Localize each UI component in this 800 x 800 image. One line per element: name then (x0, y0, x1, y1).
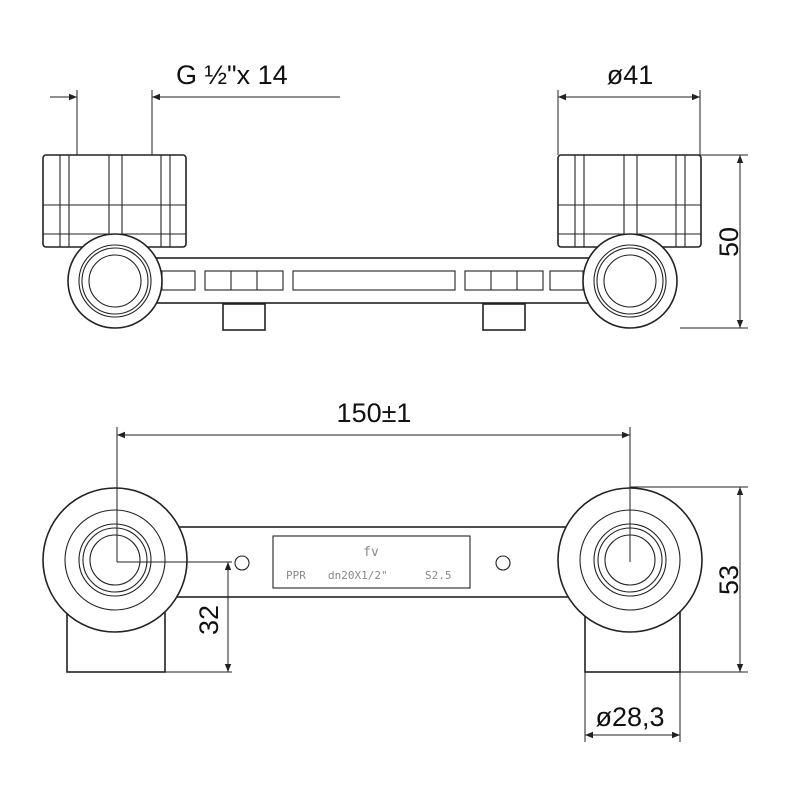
thread-dimension: G ½"x 14 (176, 60, 288, 90)
height-top-dimension: 50 (714, 227, 744, 257)
left-nut (42, 154, 187, 248)
material-label: PPR (286, 569, 306, 582)
mounting-hole (495, 555, 511, 571)
mounting-bar (149, 257, 596, 304)
offset-lines (117, 561, 232, 673)
peg (482, 303, 526, 331)
mounting-hole (234, 555, 250, 571)
front-view: fv PPR dn20X1/2" S2.5 150±1 32 53 (42, 398, 748, 742)
logo: fv (363, 545, 379, 560)
label-plate: fv PPR dn20X1/2" S2.5 (272, 535, 471, 589)
right-elbow (582, 233, 678, 329)
series-label: S2.5 (425, 569, 452, 582)
left-fitting-face (42, 487, 188, 633)
center-distance-lines (116, 427, 631, 562)
nut-diameter-dimension: ø41 (607, 60, 654, 90)
height-bottom-lines (630, 486, 748, 673)
left-elbow (67, 233, 163, 329)
right-nut (557, 154, 702, 248)
stem-diameter-lines (584, 672, 681, 742)
peg (222, 303, 266, 331)
mounting-plate (174, 526, 571, 598)
center-distance-dimension: 150±1 (337, 398, 412, 428)
stem-diameter-dimension: ø28,3 (595, 702, 664, 732)
height-top-lines (680, 154, 748, 329)
nut-diameter-lines (557, 90, 701, 155)
offset-dimension: 32 (194, 605, 224, 635)
size-label: dn20X1/2" (328, 569, 388, 582)
thread-dimension-lines (50, 90, 340, 155)
height-bottom-dimension: 53 (714, 565, 744, 595)
top-view: G ½"x 14 ø41 50 (42, 60, 748, 331)
